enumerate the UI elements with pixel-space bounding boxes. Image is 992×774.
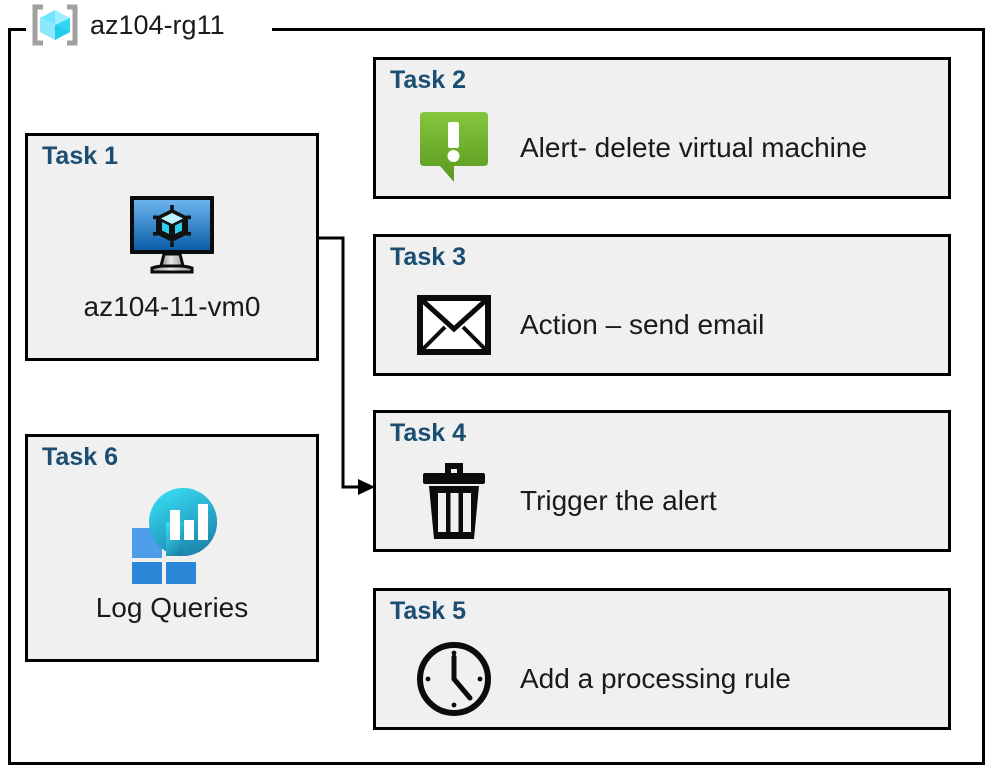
card-task4-title: Task 4 [390,419,466,447]
card-task1-title: Task 1 [42,142,118,170]
trash-can-icon [416,461,492,541]
azure-resource-group-icon [30,4,80,46]
card-task1-label: az104-11-vm0 [83,291,261,322]
alert-bubble-icon [416,108,492,188]
card-task2[interactable]: Task 2 Alert- delete virtual machine [373,57,951,199]
card-task1[interactable]: Task 1 [25,133,319,361]
card-task5-title: Task 5 [390,597,466,625]
card-task3-title: Task 3 [390,243,466,271]
card-task3-label: Action – send email [520,309,765,340]
virtual-machine-icon [28,188,316,280]
log-analytics-icon [28,488,316,584]
envelope-icon [416,285,492,365]
card-task4[interactable]: Task 4 Trigger the alert [373,410,951,552]
card-task6-label: Log Queries [95,592,249,623]
card-task6-title: Task 6 [42,443,118,471]
card-task5[interactable]: Task 5 Add a processing rule [373,588,951,730]
card-task2-title: Task 2 [390,66,466,94]
resource-group-frame-top-left-segment [8,28,34,31]
card-task4-label: Trigger the alert [520,485,717,516]
resource-group-frame-top-right-segment [272,28,985,31]
resource-group-label: az104-rg11 [26,4,229,46]
resource-group-name: az104-rg11 [90,9,225,40]
clock-icon [416,639,492,719]
card-task5-label: Add a processing rule [520,663,791,694]
card-task3[interactable]: Task 3 Action – send email [373,234,951,376]
card-task2-label: Alert- delete virtual machine [520,132,868,163]
resource-group-frame [8,28,985,765]
card-task6[interactable]: Task 6 Log Queries [25,434,319,662]
